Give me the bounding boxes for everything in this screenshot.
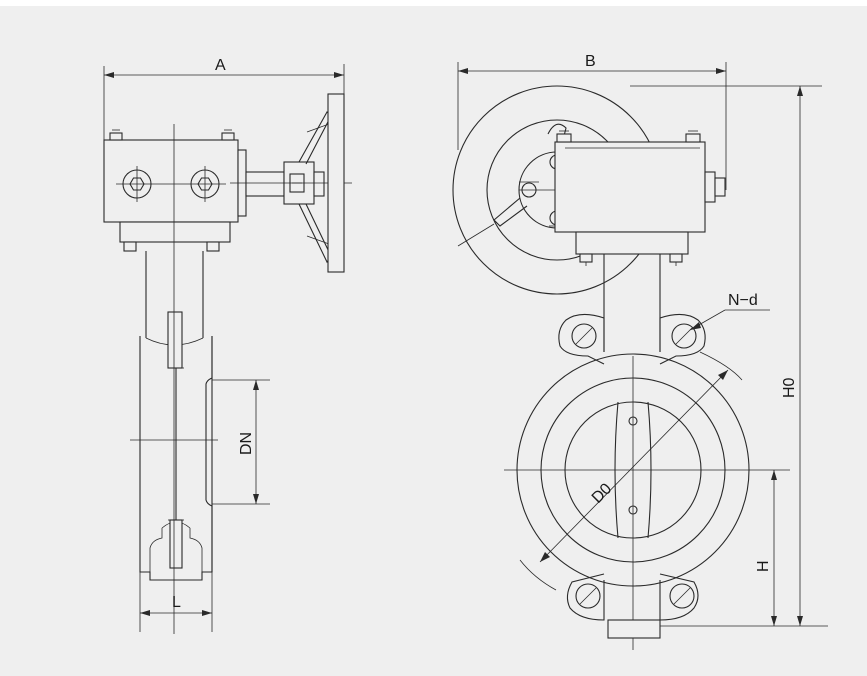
front-view: B [452, 53, 828, 650]
dimension-a [103, 64, 345, 140]
label-a: A [215, 57, 226, 74]
label-b: B [585, 53, 596, 70]
neck-side [145, 251, 204, 338]
valve-body-front [504, 351, 790, 650]
leader-n-d [689, 309, 770, 331]
dimension-h0 [797, 86, 803, 626]
label-dn: DN [238, 432, 255, 455]
label-l: L [172, 594, 181, 611]
dimension-l [139, 572, 213, 632]
dimension-b [457, 62, 727, 190]
top-lugs [558, 313, 706, 365]
handwheel-side [230, 93, 352, 273]
gearbox-side [103, 129, 247, 223]
valve-body-side [130, 124, 218, 634]
mounting-flange-side [119, 221, 231, 252]
dimension-dn [212, 379, 270, 505]
label-h: H [755, 560, 772, 572]
top-white-band [0, 0, 867, 6]
dimension-d0 [539, 369, 729, 563]
gearbox-front [554, 130, 726, 266]
bottom-lugs [566, 573, 699, 639]
side-view: A [103, 57, 352, 634]
label-h0: H0 [781, 377, 798, 398]
label-n-d: N−d [728, 292, 758, 309]
